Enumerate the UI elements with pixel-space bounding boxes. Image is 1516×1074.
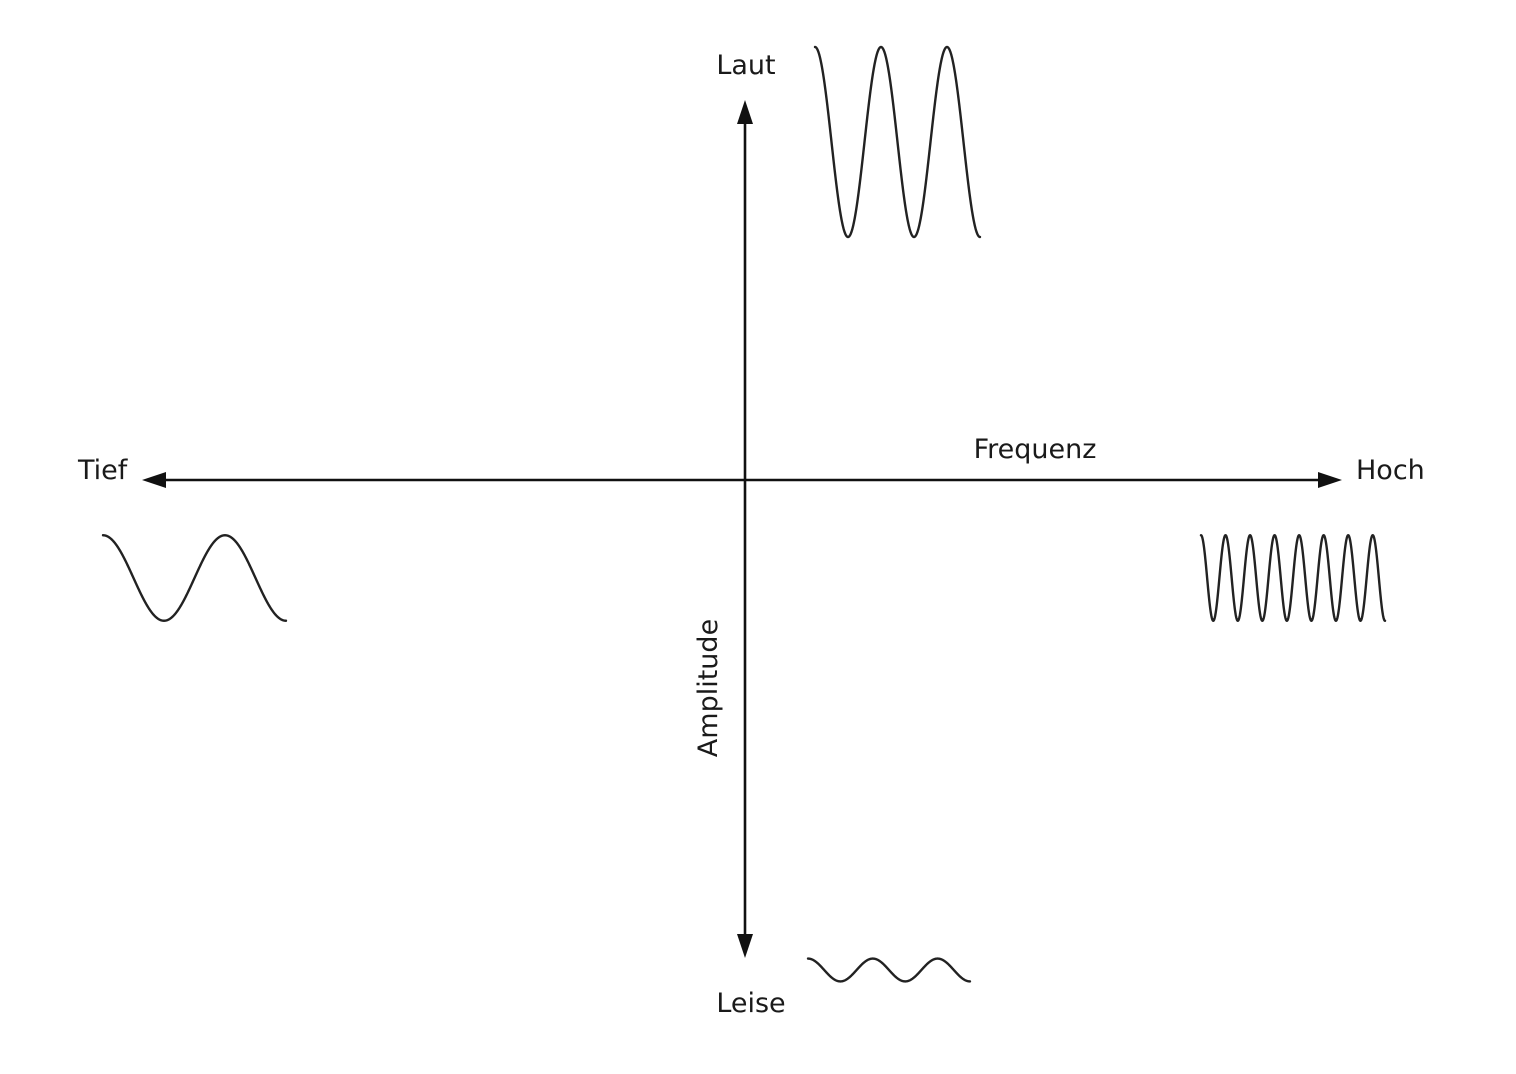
- quiet-wave: [806, 957, 972, 983]
- vertical-axis-title: Amplitude: [693, 619, 724, 757]
- label-right: Hoch: [1356, 455, 1425, 486]
- arrow-down-icon: [737, 934, 753, 958]
- horizontal-axis: [142, 472, 1342, 488]
- vertical-axis: [737, 100, 753, 958]
- arrow-up-icon: [737, 100, 753, 124]
- high-frequency-wave: [1199, 534, 1387, 622]
- label-left: Tief: [77, 455, 129, 486]
- low-frequency-wave: [101, 534, 288, 622]
- label-bottom: Leise: [716, 988, 785, 1019]
- label-top: Laut: [716, 50, 775, 81]
- horizontal-axis-title: Frequenz: [974, 434, 1097, 465]
- arrow-right-icon: [1318, 472, 1342, 488]
- arrow-left-icon: [142, 472, 166, 488]
- loud-wave: [813, 45, 982, 239]
